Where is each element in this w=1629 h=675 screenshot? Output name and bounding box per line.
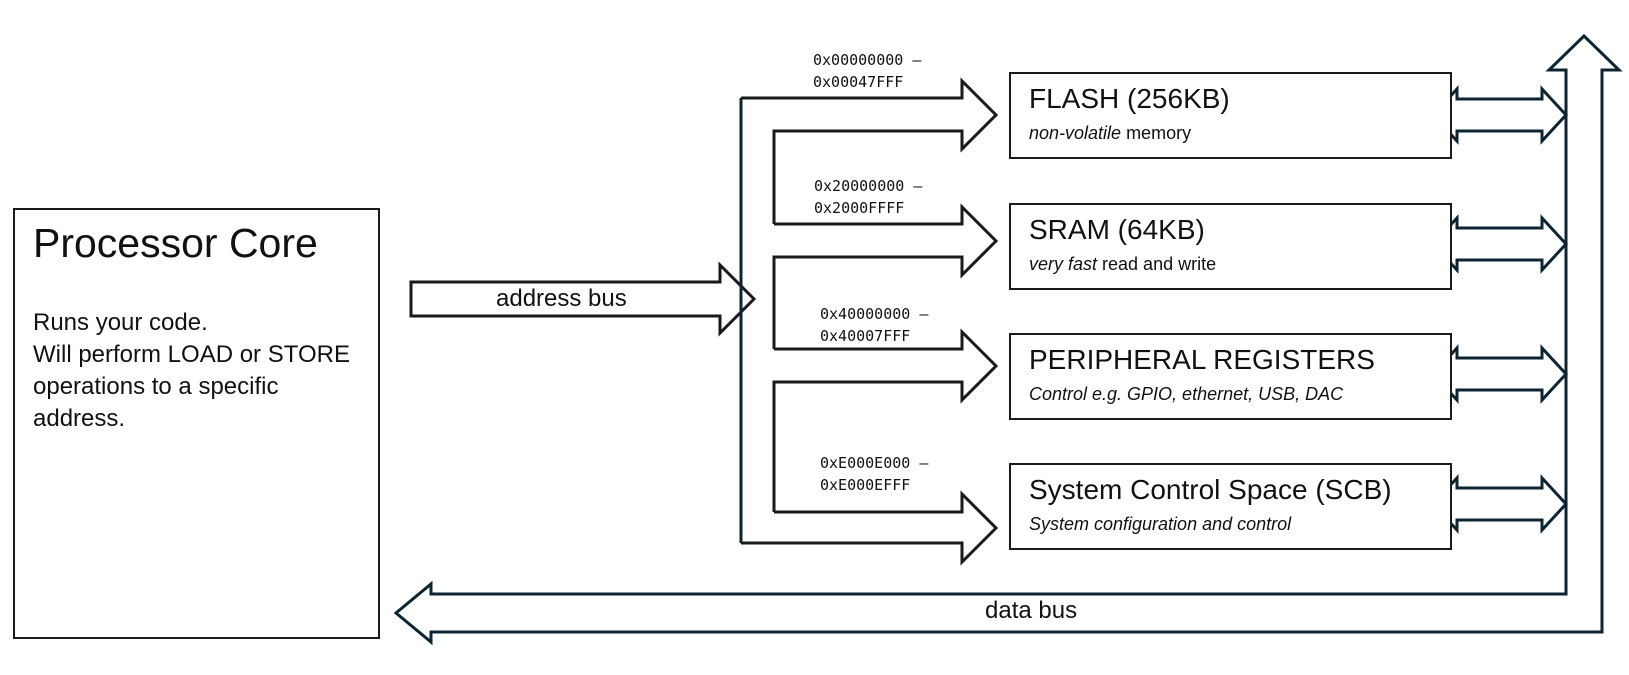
flash-address-range: 0x00000000 – 0x00047FFF [813,49,921,93]
region-subtitle-emphasis: very fast [1029,254,1098,274]
peripheral-data-arrow [1430,344,1569,404]
address-start: 0x20000000 – [814,177,923,195]
address-start: 0xE000E000 – [820,454,929,472]
region-subtitle-rest: read and write [1097,254,1217,274]
address-start: 0x40000000 – [820,305,929,323]
data-bus-label: data bus [985,597,1078,624]
sram-data-arrow [1430,214,1569,274]
scb-data-arrow [1430,474,1569,534]
flash-data-arrow [1430,85,1569,145]
processor-core-title: Processor Core [33,220,318,266]
region-subtitle-emphasis: non-volatile [1029,123,1122,143]
address-end: 0x00047FFF [813,73,904,91]
scb-region-box: System Control Space (SCB) System config… [1009,463,1452,550]
flash-address-arrow [741,77,999,224]
address-start: 0x00000000 – [813,51,922,69]
processor-desc-line: operations to a specific [33,373,279,400]
sram-region-box: SRAM (64KB) very fast read and write [1009,203,1452,290]
address-end: 0x2000FFFF [814,199,905,217]
region-subtitle-rest: memory [1121,123,1192,143]
processor-core-box: Processor Core Runs your code. Will perf… [13,208,380,639]
data-bus-arrow [393,33,1623,646]
address-bus-arrow [409,261,757,337]
scb-address-range: 0xE000E000 – 0xE000EFFF [820,452,928,496]
sram-address-range: 0x20000000 – 0x2000FFFF [814,175,922,219]
sram-address-arrow [772,203,999,349]
processor-desc-line: Runs your code. [33,309,208,336]
processor-desc-line: Will perform LOAD or STORE [33,341,350,368]
peripheral-address-arrow [772,328,999,512]
region-subtitle: System configuration and control [1029,514,1291,535]
processor-core-description: Runs your code. Will perform LOAD or STO… [33,307,350,435]
region-subtitle: Control e.g. GPIO, ethernet, USB, DAC [1029,384,1343,405]
processor-desc-line: address. [33,405,126,432]
flash-region-box: FLASH (256KB) non-volatile memory [1009,72,1452,159]
region-subtitle: very fast read and write [1029,254,1216,275]
region-subtitle-emphasis: Control e.g. GPIO, ethernet, USB, DAC [1029,384,1344,404]
peripheral-address-range: 0x40000000 – 0x40007FFF [820,303,928,347]
address-bus-label: address bus [496,285,627,312]
peripheral-region-box: PERIPHERAL REGISTERS Control e.g. GPIO, … [1009,333,1452,420]
region-subtitle: non-volatile memory [1029,123,1191,144]
region-title: SRAM (64KB) [1029,214,1205,245]
region-subtitle-emphasis: System configuration and control [1029,514,1292,534]
region-title: System Control Space (SCB) [1029,474,1392,505]
region-title: FLASH (256KB) [1029,83,1230,114]
address-end: 0xE000EFFF [820,476,911,494]
scb-address-arrow [741,490,999,566]
address-end: 0x40007FFF [820,327,911,345]
region-title: PERIPHERAL REGISTERS [1029,344,1375,375]
